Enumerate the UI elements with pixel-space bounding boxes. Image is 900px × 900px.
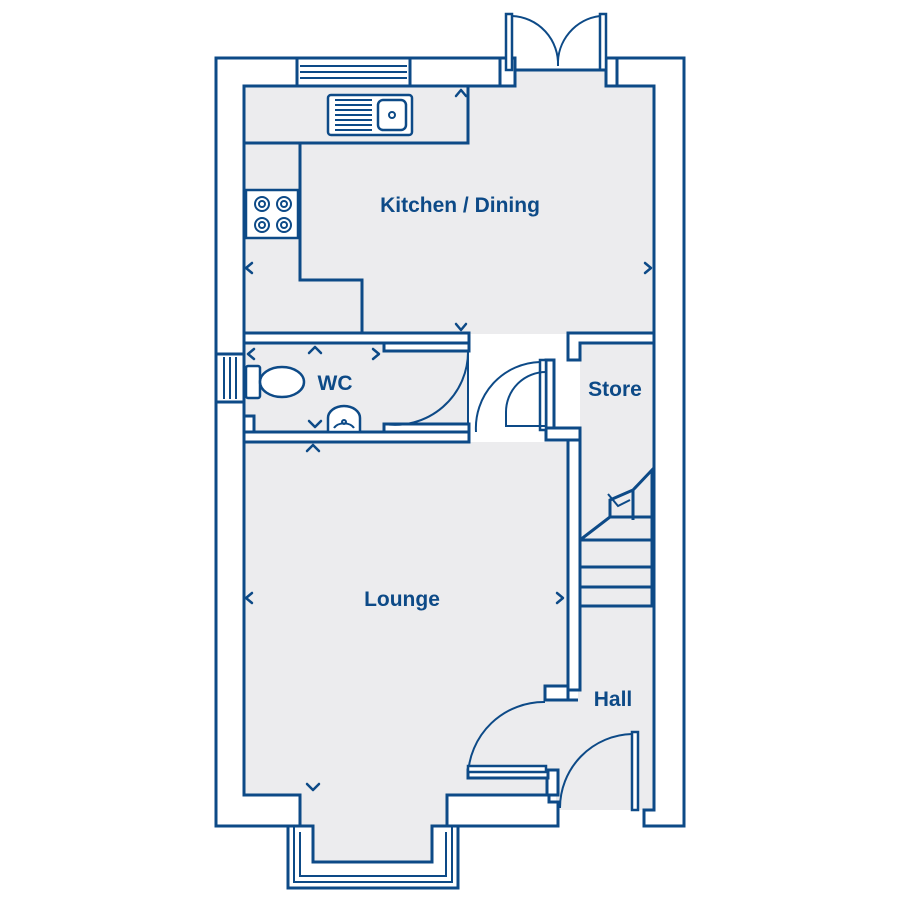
- kitchen-door: [474, 358, 548, 433]
- basin-icon: [326, 404, 362, 434]
- staircase-icon: [579, 466, 654, 608]
- room-label-lounge: Lounge: [364, 588, 440, 611]
- wall-top-left: [408, 56, 502, 88]
- chevron-down-icon: [307, 419, 323, 429]
- front-door: [559, 730, 640, 812]
- room-label-hall: Hall: [594, 688, 633, 711]
- floor-bay: [313, 795, 433, 862]
- chevron-right-icon: [643, 261, 653, 275]
- room-label-wc: WC: [318, 372, 353, 395]
- chevron-up-icon: [454, 88, 468, 98]
- chevron-up-icon: [307, 345, 323, 355]
- floor-hall-main: [578, 433, 654, 810]
- bay-window-icon: [286, 824, 460, 890]
- sink-icon: [326, 93, 414, 137]
- floor-kitchen-main: [244, 86, 654, 334]
- lounge-door: [466, 700, 548, 777]
- floors: [244, 70, 654, 862]
- toilet-icon: [244, 364, 306, 400]
- chevron-left-icon: [244, 591, 254, 605]
- chevron-down-icon: [305, 782, 321, 792]
- hob-icon: [244, 188, 300, 240]
- room-label-store: Store: [588, 378, 642, 401]
- internal-walls: [242, 331, 656, 797]
- french-door-icon: [498, 12, 619, 88]
- dimension-markers: [244, 88, 653, 792]
- room-label-kitchen: Kitchen / Dining: [380, 194, 540, 217]
- chevron-right-icon: [555, 591, 565, 605]
- wc-door: [383, 350, 470, 426]
- floor-entrance: [556, 778, 636, 810]
- chevron-left-icon: [244, 261, 254, 275]
- store-door: [505, 371, 547, 427]
- wc-window: [214, 352, 246, 404]
- floor-store: [580, 343, 654, 433]
- kitchen-worktop: [244, 86, 470, 333]
- doors: [383, 350, 640, 812]
- kitchen-window: [295, 56, 412, 88]
- chevron-left-icon: [246, 347, 256, 361]
- wall-bottom-right: [445, 793, 560, 828]
- floor-lounge-main: [244, 442, 568, 796]
- wall-right: [615, 56, 686, 828]
- chevron-right-icon: [371, 347, 381, 361]
- chevron-up-icon: [305, 443, 321, 453]
- chevron-down-icon: [454, 322, 468, 332]
